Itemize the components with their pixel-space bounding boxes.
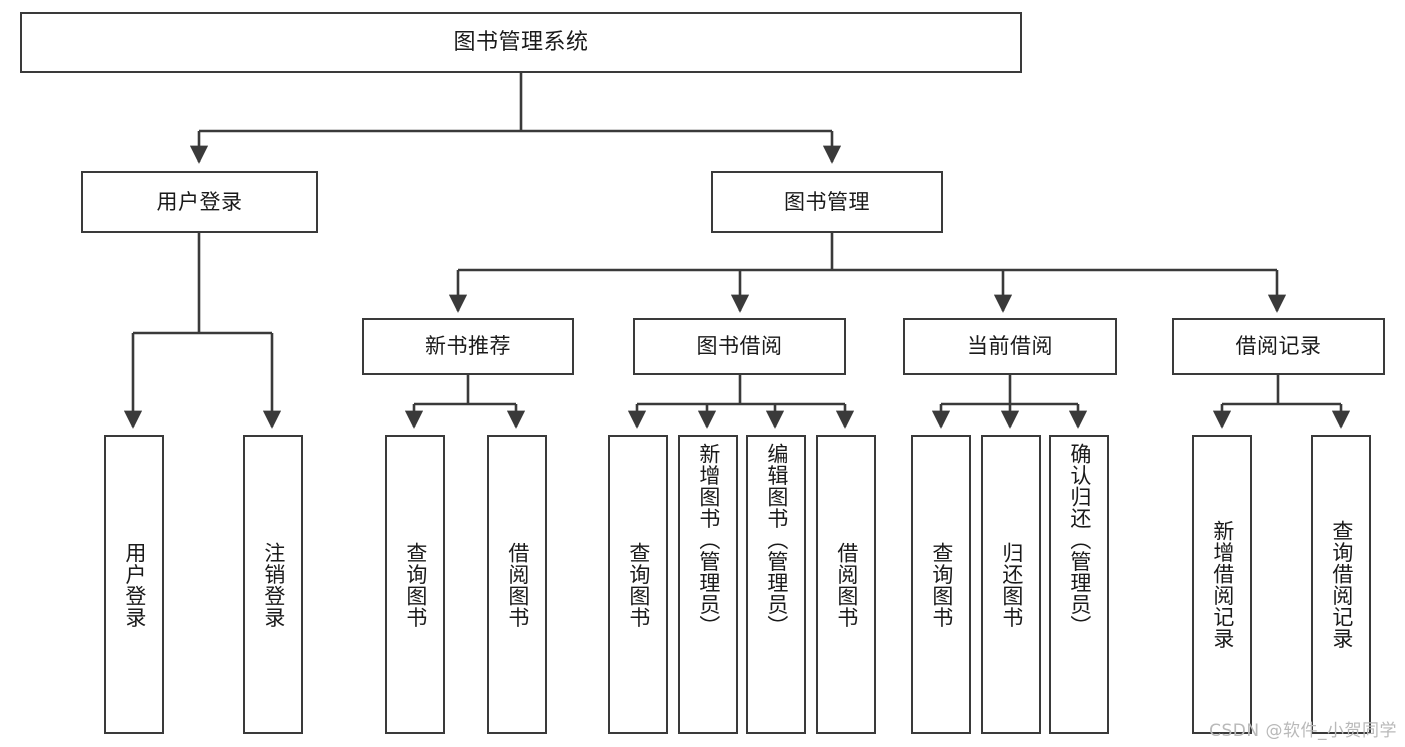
leaf-logout[interactable]: 注销登录 xyxy=(243,435,303,734)
leaf-label: 新增图书（管理员） xyxy=(696,443,721,637)
leaf-query-book-recommend[interactable]: 查询图书 xyxy=(385,435,445,734)
leaf-label: 借阅图书 xyxy=(505,541,530,628)
leaf-query-borrow-record[interactable]: 查询借阅记录 xyxy=(1311,435,1371,734)
leaf-borrow-book[interactable]: 借阅图书 xyxy=(816,435,876,734)
leaf-label: 确认归还（管理员） xyxy=(1067,443,1092,637)
node-book-management[interactable]: 图书管理 xyxy=(711,171,943,233)
leaf-label: 归还图书 xyxy=(999,541,1024,628)
leaf-label: 注销登录 xyxy=(261,541,286,628)
leaf-label: 新增借阅记录 xyxy=(1210,520,1235,649)
csdn-watermark: CSDN @软件_小贺同学 xyxy=(1209,721,1397,741)
leaf-edit-book[interactable]: 编辑图书（管理员） xyxy=(746,435,806,734)
leaf-add-borrow-record[interactable]: 新增借阅记录 xyxy=(1192,435,1252,734)
leaf-label: 用户登录 xyxy=(122,541,147,628)
leaf-user-login[interactable]: 用户登录 xyxy=(104,435,164,734)
leaf-add-book[interactable]: 新增图书（管理员） xyxy=(678,435,738,734)
node-borrow-record[interactable]: 借阅记录 xyxy=(1172,318,1385,375)
leaf-query-book-current[interactable]: 查询图书 xyxy=(911,435,971,734)
leaf-query-book-borrow[interactable]: 查询图书 xyxy=(608,435,668,734)
leaf-label: 查询图书 xyxy=(929,541,954,628)
leaf-label: 查询借阅记录 xyxy=(1329,520,1354,649)
leaf-confirm-return[interactable]: 确认归还（管理员） xyxy=(1049,435,1109,734)
leaf-label: 查询图书 xyxy=(626,541,651,628)
node-book-borrow[interactable]: 图书借阅 xyxy=(633,318,846,375)
node-new-book-recommend[interactable]: 新书推荐 xyxy=(362,318,574,375)
leaf-borrow-book-recommend[interactable]: 借阅图书 xyxy=(487,435,547,734)
leaf-label: 编辑图书（管理员） xyxy=(764,443,789,637)
leaf-return-book[interactable]: 归还图书 xyxy=(981,435,1041,734)
node-current-borrow[interactable]: 当前借阅 xyxy=(903,318,1117,375)
leaf-label: 查询图书 xyxy=(403,541,428,628)
node-root-system[interactable]: 图书管理系统 xyxy=(20,12,1022,73)
leaf-label: 借阅图书 xyxy=(834,541,859,628)
node-user-login[interactable]: 用户登录 xyxy=(81,171,318,233)
